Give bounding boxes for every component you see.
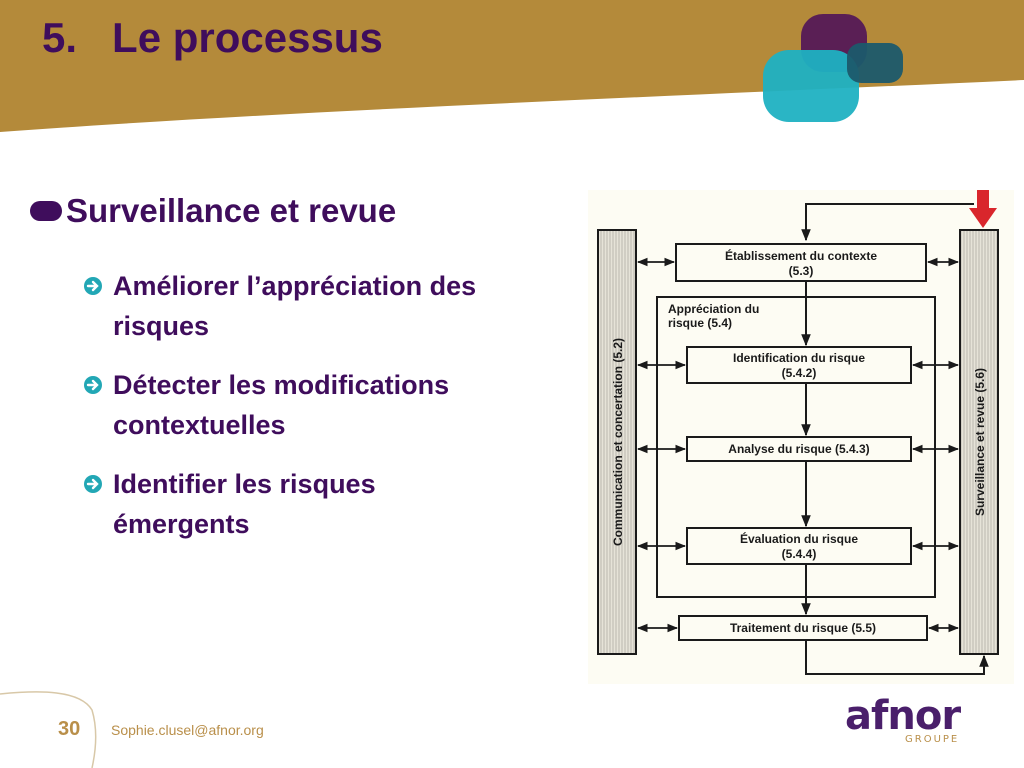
box-evaluation: Évaluation du risque (5.4.4) — [686, 527, 912, 565]
afnor-logo: afnor GROUPE — [845, 693, 961, 745]
arrow-right-icon — [84, 277, 102, 295]
logo-subtitle: GROUPE — [905, 734, 960, 745]
svg-text:(5.4.2): (5.4.2) — [782, 366, 817, 380]
svg-text:Identification du risque: Identification du risque — [733, 351, 865, 365]
box-analysis: Analyse du risque (5.4.3) — [686, 436, 912, 462]
logo-brand: afnor — [845, 693, 961, 739]
bullet-text-line2: émergents — [113, 509, 250, 539]
group-label-line2: risque (5.4) — [668, 316, 732, 330]
arrow-right-icon — [84, 475, 102, 493]
risk-process-diagram: Communication et concertation (5.2) Surv… — [588, 190, 1014, 684]
right-bar-label: Surveillance et revue (5.6) — [973, 368, 987, 516]
svg-text:Évaluation du risque: Évaluation du risque — [740, 531, 858, 546]
left-bar-label: Communication et concertation (5.2) — [611, 338, 625, 546]
bullet-item: Détecter les modifications contextuelles — [83, 365, 583, 445]
bullet-text-line1: Identifier les risques — [113, 469, 376, 499]
footer-curve — [0, 691, 97, 768]
svg-text:Analyse du risque (5.4.3): Analyse du risque (5.4.3) — [728, 442, 869, 456]
red-arrow-icon — [969, 190, 997, 228]
box-context: Établissement du contexte (5.3) — [675, 243, 927, 282]
arrow-right-icon — [84, 376, 102, 394]
right-bar-surveillance: Surveillance et revue (5.6) — [959, 229, 999, 655]
svg-text:Établissement du contexte: Établissement du contexte — [725, 248, 877, 263]
header-band — [0, 0, 1024, 132]
bullet-icon — [30, 201, 62, 221]
bullet-text-line1: Améliorer l’appréciation des — [113, 271, 477, 301]
svg-text:Traitement du risque (5.5): Traitement du risque (5.5) — [730, 621, 876, 635]
section-heading: Surveillance et revue — [30, 192, 396, 230]
bullet-text-line2: risques — [113, 311, 210, 341]
page-number: 30 — [58, 718, 81, 740]
bullet-item: Améliorer l’appréciation des risques — [83, 266, 583, 346]
bullet-item: Identifier les risques émergents — [83, 464, 583, 544]
footer-email: Sophie.clusel@afnor.org — [111, 722, 264, 738]
svg-text:(5.4.4): (5.4.4) — [782, 547, 817, 561]
box-treatment: Traitement du risque (5.5) — [678, 615, 928, 641]
group-label-line1: Appréciation du — [668, 302, 759, 316]
left-bar-communication: Communication et concertation (5.2) — [597, 229, 637, 655]
decorative-shapes — [763, 14, 903, 122]
bullet-text-line1: Détecter les modifications — [113, 370, 450, 400]
svg-text:(5.3): (5.3) — [789, 264, 814, 278]
bullet-text-line2: contextuelles — [113, 410, 286, 440]
slide-title: 5. Le processus — [42, 14, 383, 61]
box-identification: Identification du risque (5.4.2) — [686, 346, 912, 384]
section-heading-text: Surveillance et revue — [66, 192, 397, 229]
